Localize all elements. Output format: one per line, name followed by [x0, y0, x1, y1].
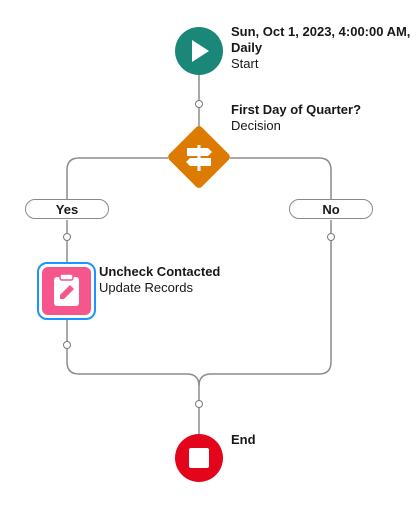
- start-node[interactable]: [175, 27, 223, 75]
- outcome-yes-pill[interactable]: Yes: [25, 199, 109, 219]
- decision-node-title: First Day of Quarter?: [231, 102, 362, 117]
- connector-lines: [66, 74, 332, 434]
- update-records-node[interactable]: [37, 262, 96, 320]
- connector-dot[interactable]: [63, 341, 71, 349]
- connector-dot[interactable]: [195, 100, 203, 108]
- stop-icon: [189, 448, 209, 468]
- connector-dot[interactable]: [327, 233, 335, 241]
- signpost-icon: [186, 145, 212, 171]
- update-node-subtitle: Update Records: [99, 280, 193, 295]
- start-node-label: Sun, Oct 1, 2023, 4:00:00 AM, Daily Star…: [231, 24, 411, 72]
- play-icon: [192, 40, 209, 62]
- decision-node[interactable]: [166, 124, 231, 189]
- decision-node-subtitle: Decision: [231, 118, 281, 133]
- end-node[interactable]: [175, 434, 223, 482]
- connector-dot[interactable]: [63, 233, 71, 241]
- update-node-label: Uncheck Contacted Update Records: [99, 264, 299, 296]
- connector-dot[interactable]: [195, 400, 203, 408]
- clipboard-edit-icon: [54, 273, 79, 306]
- end-node-title: End: [231, 432, 256, 447]
- start-node-title: Sun, Oct 1, 2023, 4:00:00 AM, Daily: [231, 24, 411, 55]
- outcome-no-pill[interactable]: No: [289, 199, 373, 219]
- end-node-label: End: [231, 432, 331, 448]
- start-node-subtitle: Start: [231, 56, 259, 71]
- update-node-selection-outline: [37, 262, 96, 320]
- update-node-title: Uncheck Contacted: [99, 264, 221, 279]
- decision-node-label: First Day of Quarter? Decision: [231, 102, 411, 134]
